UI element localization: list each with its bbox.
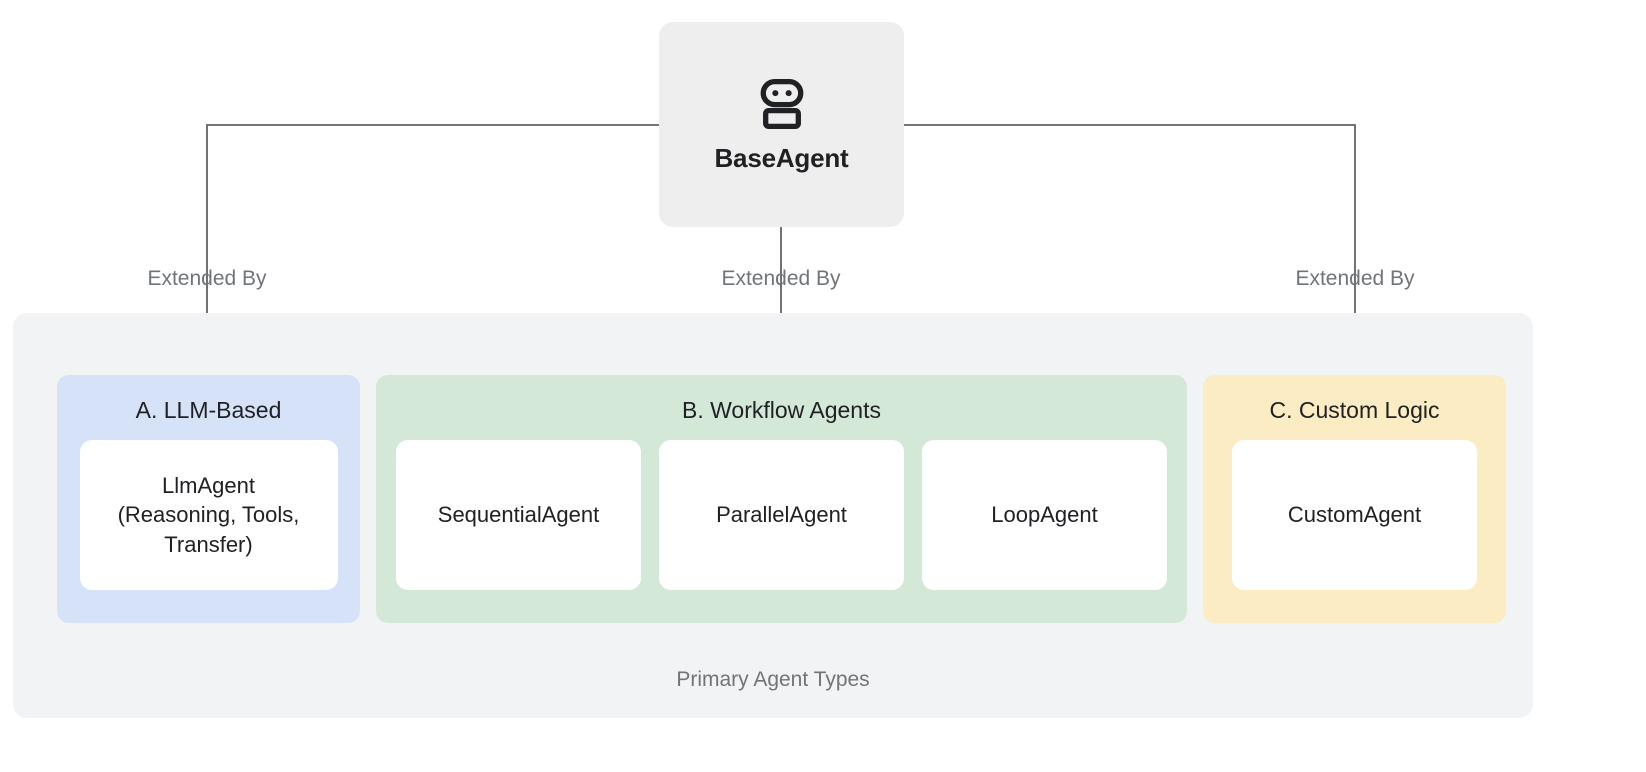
group-custom-logic-cards: CustomAgent bbox=[1203, 440, 1506, 623]
card-loop-agent[interactable]: LoopAgent bbox=[922, 440, 1167, 590]
group-llm-based-cards: LlmAgent(Reasoning, Tools,Transfer) bbox=[57, 440, 360, 623]
group-workflow-agents-cards: SequentialAgent ParallelAgent LoopAgent bbox=[376, 440, 1187, 623]
panel-caption: Primary Agent Types bbox=[676, 668, 870, 691]
base-agent-label: BaseAgent bbox=[714, 143, 849, 173]
card-sequential-agent[interactable]: SequentialAgent bbox=[396, 440, 641, 590]
group-workflow-agents-title: B. Workflow Agents bbox=[682, 397, 881, 423]
group-custom-logic[interactable]: C. Custom Logic CustomAgent bbox=[1203, 375, 1506, 623]
group-workflow-agents[interactable]: B. Workflow Agents SequentialAgent Paral… bbox=[376, 375, 1187, 623]
group-custom-logic-title: C. Custom Logic bbox=[1269, 397, 1440, 423]
edge-label-llm: Extended By bbox=[147, 267, 267, 290]
group-llm-based[interactable]: A. LLM-Based LlmAgent(Reasoning, Tools,T… bbox=[57, 375, 360, 623]
edge-label-custom: Extended By bbox=[1295, 267, 1415, 290]
card-llm-agent[interactable]: LlmAgent(Reasoning, Tools,Transfer) bbox=[79, 440, 338, 590]
base-agent-node[interactable]: BaseAgent bbox=[659, 22, 904, 227]
card-parallel-agent[interactable]: ParallelAgent bbox=[659, 440, 904, 590]
group-llm-based-title: A. LLM-Based bbox=[135, 397, 282, 423]
edge-label-workflow: Extended By bbox=[721, 267, 841, 290]
robot-icon bbox=[760, 78, 803, 130]
card-custom-agent[interactable]: CustomAgent bbox=[1232, 440, 1477, 590]
